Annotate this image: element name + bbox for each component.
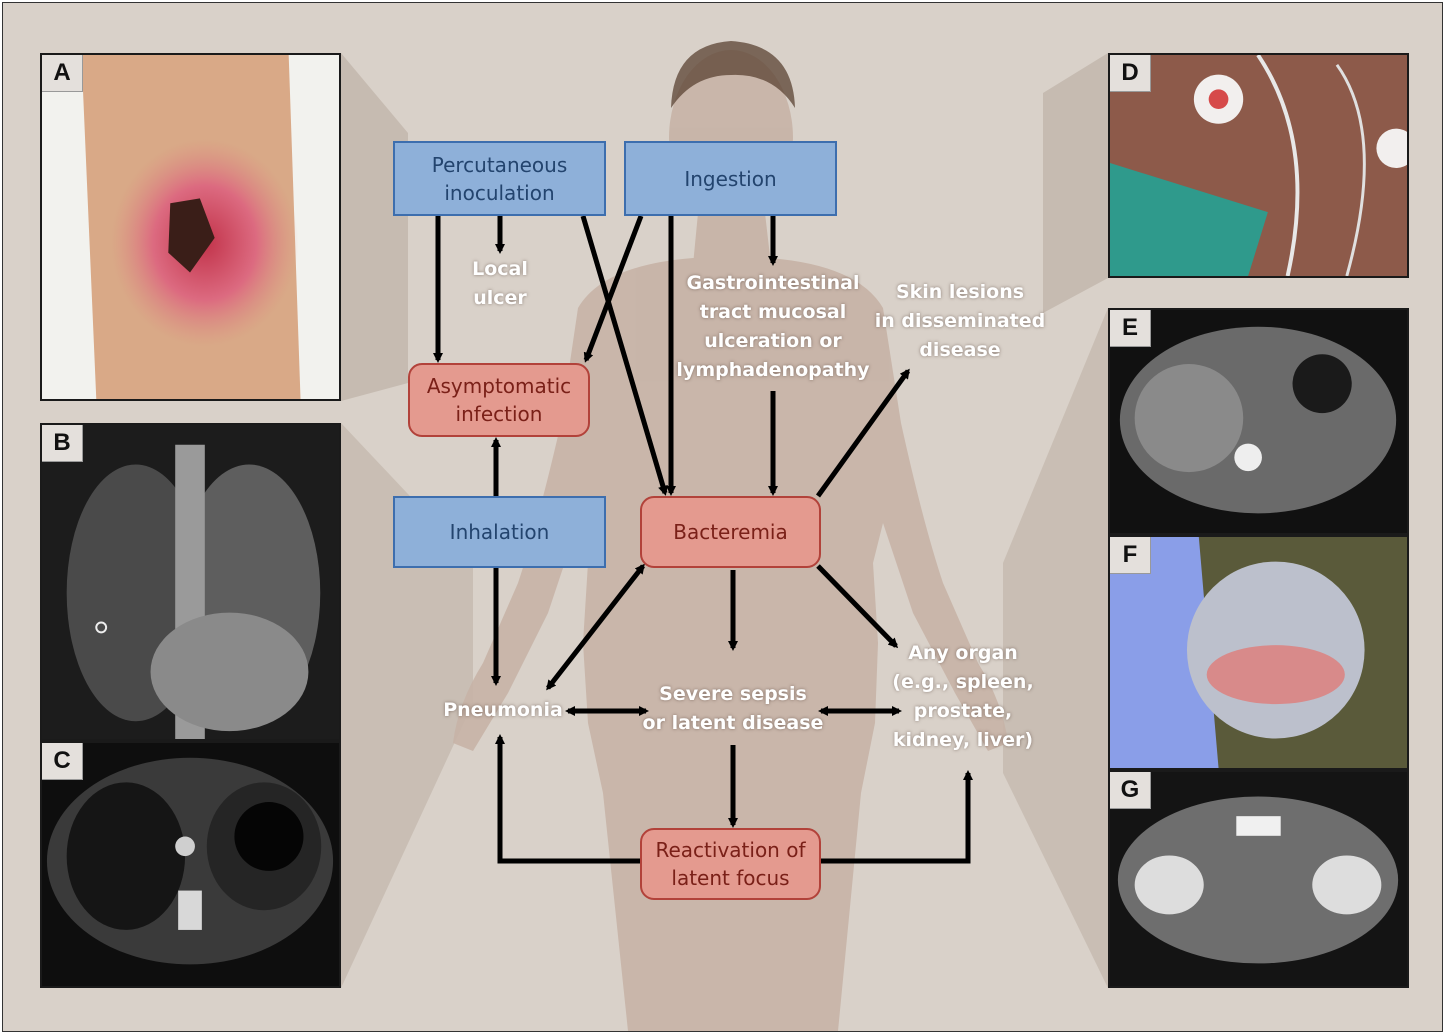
photo-a-skin-ulcer: A [40,53,341,401]
panel-label-g: G [1110,772,1151,809]
panel-label-a: A [42,55,83,92]
photo-g-pelvic-ct: G [1108,770,1409,988]
arrow-bacteremia-to-organ [816,564,899,649]
label-any-organ: Any organ (e.g., spleen, prostate, kidne… [892,642,1034,751]
label-severe-sepsis: Severe sepsis or latent disease [642,683,824,734]
panel-label-e: E [1110,310,1151,347]
panel-label-f: F [1110,537,1151,574]
panel-label-d: D [1110,55,1151,92]
state-asymptomatic-infection: Asymptomatic infection [408,363,590,437]
panel-label-c: C [42,743,83,780]
label-pneumonia: Pneumonia [443,699,563,721]
panel-label-b: B [42,425,83,462]
photo-c-chest-ct: C [40,741,341,988]
photo-e-abdominal-ct: E [1108,308,1409,535]
route-percutaneous-inoculation: Percutaneous inoculation [393,141,606,216]
flow-arrows [433,215,973,864]
arrow-reactivation-to-pneumonia [495,734,640,864]
label-gi-tract-ulceration: Gastrointestinal tract mucosal ulceratio… [676,272,870,381]
arrow-reactivation-to-organ [821,770,973,864]
arrow-bacteremia-pneumonia [546,563,645,691]
label-local-ulcer: Local ulcer [472,258,528,309]
route-inhalation: Inhalation [393,496,606,568]
hair-shape [671,41,795,108]
route-ingestion: Ingestion [624,141,837,216]
photo-f-culture-dish: F [1108,535,1409,770]
arrow-percutaneous-to-bacteremia [580,215,668,496]
state-reactivation-latent-focus: Reactivation of latent focus [640,828,821,900]
photo-d-skin-lesions: D [1108,53,1409,278]
fan-eg [1003,308,1108,988]
fan-d [1043,53,1108,313]
arrow-ingestion-to-asymptomatic [583,215,644,363]
state-bacteremia: Bacteremia [640,496,821,568]
photo-b-chest-xray: B [40,423,341,741]
fan-a [341,53,408,401]
label-skin-lesions: Skin lesions in disseminated disease [874,281,1046,361]
arrow-bacteremia-to-skin [815,368,911,498]
